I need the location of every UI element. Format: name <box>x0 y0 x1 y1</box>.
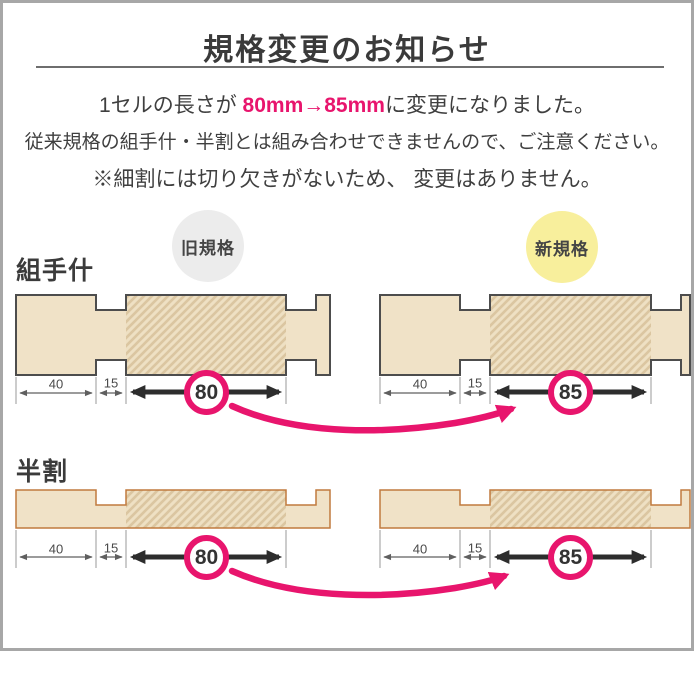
dim-label-kumite-old-side: 40 <box>48 376 64 392</box>
hanwari-new-cell-hatch <box>490 490 651 528</box>
kumite-new-piece <box>379 294 691 376</box>
new-standard-badge: 新規格 <box>526 211 598 283</box>
title-divider <box>36 66 664 68</box>
dim-label-kumite-new-side: 40 <box>412 376 428 392</box>
notice-line-3: ※細割には切り欠きがないため、 変更はありません。 <box>92 168 602 191</box>
hanwari-new-piece <box>379 489 691 529</box>
kumite-old-piece <box>15 294 331 376</box>
dim-label-hanwari-new-notch: 15 <box>467 540 483 556</box>
size-change-highlight: 80mm→85mm <box>242 94 385 117</box>
new-standard-label: 新規格 <box>535 239 589 259</box>
notice-line-2: 従来規格の組手什・半割とは組み合わせできませんので、ご注意ください。 <box>24 132 670 153</box>
dim-label-hanwari-new-side: 40 <box>412 541 428 557</box>
line1-post: に変更になりました。 <box>384 94 595 117</box>
kumite-old-cell-hatch <box>126 295 286 375</box>
line1-pre: 1セルの長さが <box>99 94 243 117</box>
notice-line-1: 1セルの長さが 80mm→85mmに変更になりました。 <box>0 89 694 119</box>
cell-size-ring-hanwari-old: 80 <box>184 535 229 580</box>
old-standard-badge: 旧規格 <box>172 210 244 282</box>
page-title: 規格変更のお知らせ <box>203 34 491 67</box>
hanwari-old-piece <box>15 489 331 529</box>
kumite-new-cell-hatch <box>490 295 651 375</box>
cell-size-ring-kumite-old: 80 <box>184 370 229 415</box>
dim-label-kumite-old-notch: 15 <box>103 375 119 391</box>
dim-label-hanwari-old-notch: 15 <box>103 540 119 556</box>
section-label-hanwari: 半割 <box>16 458 69 486</box>
dim-label-hanwari-old-side: 40 <box>48 541 64 557</box>
change-arrow-kumite <box>228 402 517 434</box>
hanwari-old-cell-hatch <box>126 490 286 528</box>
cell-size-ring-hanwari-new: 85 <box>548 535 593 580</box>
dim-label-kumite-new-notch: 15 <box>467 375 483 391</box>
cell-size-ring-kumite-new: 85 <box>548 370 593 415</box>
change-arrow-hanwari <box>228 567 510 599</box>
section-label-kumite: 組手什 <box>16 257 95 285</box>
old-standard-label: 旧規格 <box>181 238 235 258</box>
